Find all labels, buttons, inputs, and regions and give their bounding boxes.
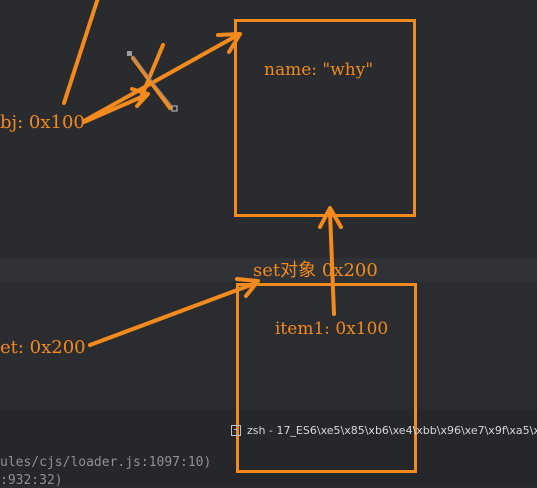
object-property-label: name: "why" <box>264 60 374 80</box>
editor-line-highlight <box>0 258 537 282</box>
arrow-top-line <box>62 0 100 105</box>
set-memory-box <box>236 283 417 473</box>
terminal-tab-title: zsh - 17_ES6\xe5\x85\xb6\xe4\xbb\x96\xe7… <box>247 423 537 437</box>
arrow-obj-strike <box>82 93 148 124</box>
arrow-set-to-box <box>88 281 258 347</box>
arrow-item-to-object <box>328 210 336 316</box>
terminal-line: ules/cjs/loader.js:1097:10) <box>0 455 212 470</box>
obj-reference-label: bj: 0x100 <box>0 112 85 133</box>
set-reference-label: et: 0x200 <box>0 337 86 358</box>
set-object-title: set对象 0x200 <box>253 260 378 281</box>
selection-handles <box>127 51 178 112</box>
terminal-line: :932:32) <box>0 473 63 488</box>
cross-stroke-1 <box>138 43 165 102</box>
terminal-icon <box>231 424 241 436</box>
arrow-obj-to-box <box>82 34 238 123</box>
cross-stroke-2 <box>131 56 172 110</box>
set-item-label: item1: 0x100 <box>275 319 389 339</box>
terminal-tab[interactable]: zsh - 17_ES6\xe5\x85\xb6\xe4\xbb\x96\xe7… <box>231 419 537 441</box>
